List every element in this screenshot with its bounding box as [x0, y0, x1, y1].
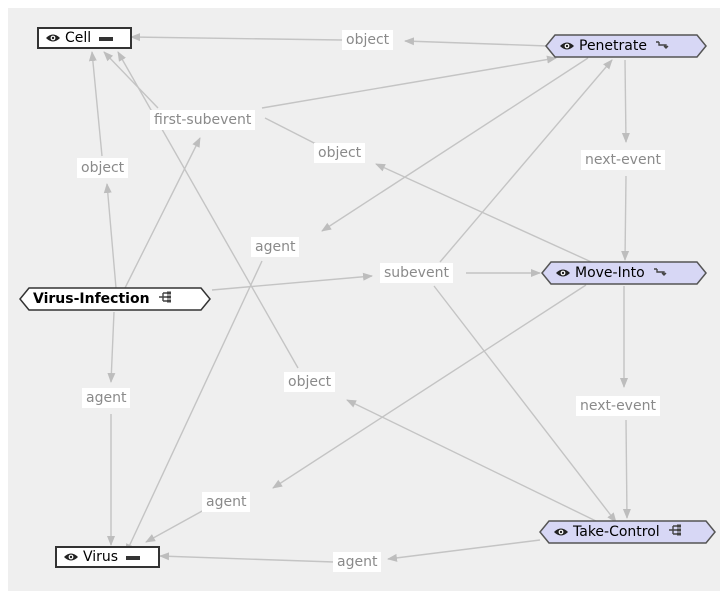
- edge-object-fsub: [264, 117, 319, 146]
- node-virus[interactable]: Virus: [55, 546, 160, 568]
- edge-penetrate-next: [621, 59, 630, 143]
- edge-vi-object: [103, 183, 117, 289]
- eye-icon: [555, 267, 571, 279]
- edge-penetrate-object: [404, 37, 549, 47]
- edge-agent-virus: [125, 260, 263, 554]
- collapse-icon[interactable]: [126, 549, 141, 565]
- edge-label-subevent: subevent: [380, 263, 453, 283]
- node-label: Virus: [83, 549, 119, 565]
- edge-label-object: object: [77, 158, 129, 178]
- edge-object-cell3: [117, 51, 299, 369]
- edge-label-object: object: [284, 372, 336, 392]
- edge-next-takecontrol: [622, 419, 631, 519]
- edge-agent-virus3: [145, 509, 205, 543]
- eye-icon: [553, 526, 569, 538]
- eye-icon: [45, 32, 61, 44]
- edge-label-object: object: [342, 30, 394, 50]
- edge-label-first-subevent: first-subevent: [150, 110, 256, 130]
- edge-label-agent: agent: [251, 237, 300, 257]
- edge-label-next-event: next-event: [576, 396, 660, 416]
- edge-label-agent: agent: [333, 552, 382, 572]
- node-take-control[interactable]: Take-Control: [539, 520, 716, 544]
- edge-object-cell2: [88, 51, 103, 157]
- edge-label-agent: agent: [82, 388, 131, 408]
- edge-takecontrol-agent: [387, 539, 541, 562]
- node-label: Move-Into: [575, 265, 645, 281]
- node-label: Cell: [65, 30, 92, 46]
- eye-icon: [63, 551, 79, 563]
- node-label: Penetrate: [579, 38, 647, 54]
- expand-icon[interactable]: [653, 265, 667, 281]
- node-label: Virus-Infection: [33, 291, 150, 307]
- edge-vi-subevent: [211, 272, 373, 291]
- edge-moveinto-agent: [272, 284, 587, 489]
- edge-vi-first-subevent: [124, 137, 201, 289]
- edge-penetrate-agent: [321, 57, 589, 232]
- expand-icon[interactable]: [655, 38, 669, 54]
- edge-fsub-cell: [103, 51, 159, 109]
- collapse-icon[interactable]: [99, 30, 114, 46]
- edge-vi-agent: [107, 311, 116, 383]
- edge-agent-virus4: [159, 552, 335, 563]
- node-move-into[interactable]: Move-Into: [541, 261, 707, 285]
- eye-icon: [559, 40, 575, 52]
- hierarchy-icon[interactable]: [668, 524, 682, 540]
- edge-subevent-penetrate: [439, 59, 613, 263]
- edge-label-object: object: [314, 143, 366, 163]
- node-penetrate[interactable]: Penetrate: [545, 34, 707, 58]
- hierarchy-icon[interactable]: [158, 291, 172, 307]
- edge-object-cell: [130, 33, 343, 42]
- edge-moveinto-object: [375, 163, 599, 266]
- node-virus-infection[interactable]: Virus-Infection: [19, 287, 211, 311]
- node-cell[interactable]: Cell: [37, 27, 132, 49]
- edge-first-subevent-penetrate: [261, 55, 557, 109]
- edge-takecontrol-object: [346, 399, 599, 523]
- edge-label-next-event: next-event: [581, 150, 665, 170]
- edge-next-moveinto: [621, 175, 630, 261]
- edge-label-agent: agent: [202, 492, 251, 512]
- node-label: Take-Control: [573, 524, 660, 540]
- edge-subevent-takecontrol: [433, 285, 617, 523]
